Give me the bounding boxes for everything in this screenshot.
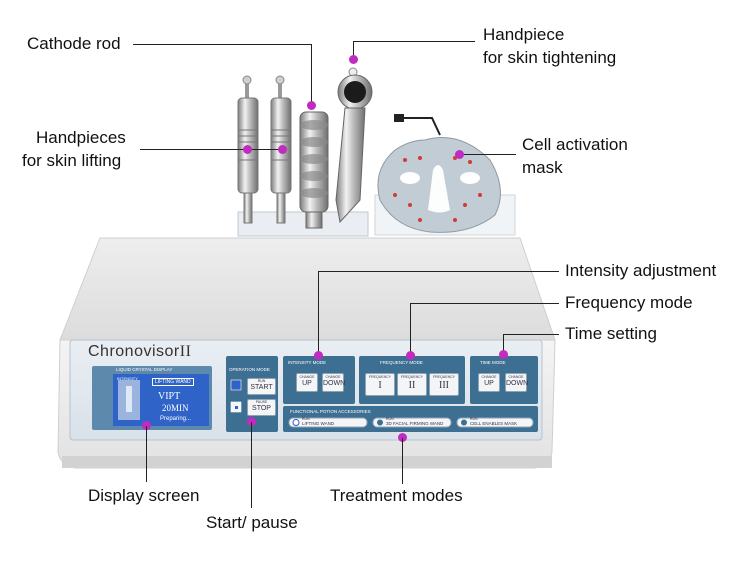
brand-text: Chronovisor [88, 343, 180, 360]
frequency-line-h [410, 303, 559, 304]
frequency-1-button[interactable]: FREQUENCY I [365, 373, 395, 396]
lcd-frequency: VIPT [158, 391, 181, 402]
start-small-label: RUN [257, 379, 266, 383]
frequency-marker [406, 351, 415, 360]
lifting-line-h [140, 149, 285, 150]
lifting-handpiece-left [237, 75, 259, 224]
label-time-setting: Time setting [565, 324, 657, 343]
treatment-line-v [402, 438, 403, 484]
tightening-line-h [353, 41, 475, 42]
frequency-1-label: I [378, 380, 382, 391]
intensity-line-v [318, 271, 319, 355]
time-up-change: CHANGE [481, 375, 497, 379]
label-treatment-modes: Treatment modes [330, 486, 463, 505]
label-frequency-mode: Frequency mode [565, 293, 693, 312]
start-pause-line-v [251, 422, 252, 508]
lcd-header: LIQUID CRYSTAL DISPLAY [116, 367, 173, 372]
label-intensity-adjustment: Intensity adjustment [565, 261, 717, 280]
cathode-rod-line-v [311, 44, 312, 104]
time-marker [499, 350, 508, 359]
intensity-up-label: UP [302, 380, 312, 387]
frequency-2-label: II [408, 380, 416, 391]
tightening-handpiece [335, 67, 373, 224]
time-down-change: CHANGE [508, 375, 524, 379]
intensity-down-label: DOWN [323, 380, 346, 387]
lcd-mode: LIFTING WAND [152, 378, 194, 386]
mask-line-h [460, 154, 516, 155]
start-button[interactable]: RUN START [247, 378, 276, 395]
label-cell-mask-2: mask [522, 158, 563, 177]
mask-marker [455, 150, 464, 159]
frequency-3-label: III [439, 380, 449, 391]
start-label: START [250, 384, 273, 391]
stop-label: STOP [252, 405, 271, 412]
treatment-marker [398, 433, 407, 442]
frequency-2-small: FREQUENCY [401, 375, 423, 379]
intensity-marker [314, 351, 323, 360]
display-line-v [146, 426, 147, 482]
lcd-intensity: INTENSITY [117, 376, 138, 381]
cathode-rod-line-h [133, 44, 311, 45]
time-up-button[interactable]: CHANGE UP [478, 373, 500, 392]
frequency-2-button[interactable]: FREQUENCY II [397, 373, 427, 396]
intensity-up-change: CHANGE [299, 375, 315, 379]
lcd-time: 20MIN [162, 403, 189, 413]
accessory-3[interactable]: CELL ENABLES MASK [470, 421, 518, 426]
intensity-mode-title: INTENSITY MODE [288, 360, 327, 365]
lifting-marker-right [278, 145, 287, 154]
time-up-label: UP [484, 380, 494, 387]
label-handpiece-tightening-2: for skin tightening [483, 48, 617, 67]
accessories-title: FUNCTIONAL POTION ACCESSORIES [290, 409, 371, 414]
display-marker [142, 421, 151, 430]
frequency-line-v [410, 303, 411, 355]
time-down-button[interactable]: CHANGE DOWN [505, 373, 529, 392]
cathode-rod-marker [307, 101, 316, 110]
time-line-h [503, 334, 559, 335]
time-line-v [503, 334, 504, 354]
time-mode-title: TIME MODE [480, 360, 506, 365]
accessory-1[interactable]: LIFTING WAND [302, 421, 335, 426]
cell-activation-mask [377, 114, 501, 233]
intensity-line-h [318, 271, 559, 272]
tightening-line-v [353, 41, 354, 59]
label-handpieces-lifting-2: for skin lifting [22, 151, 122, 170]
lifting-marker-left [243, 145, 252, 154]
lcd-status: Preparing... [160, 416, 192, 422]
label-cathode-rod: Cathode rod [27, 34, 121, 53]
stop-small-label: PAUSE [255, 400, 268, 404]
tightening-marker [349, 55, 358, 64]
label-display-screen: Display screen [88, 486, 200, 505]
frequency-3-small: FREQUENCY [433, 375, 455, 379]
frequency-1-small: FREQUENCY [369, 375, 391, 379]
frequency-3-button[interactable]: FREQUENCY III [429, 373, 459, 396]
brand-name: ChronovisorII [88, 341, 191, 363]
label-start-pause: Start/ pause [206, 513, 298, 532]
accessory-2-small: RUN [386, 417, 394, 421]
time-down-label: DOWN [506, 380, 529, 387]
intensity-down-change: CHANGE [325, 375, 341, 379]
brand-suffix: II [179, 343, 192, 360]
operation-mode-title: OPERATION MODE [229, 367, 270, 372]
intensity-down-button[interactable]: CHANGE DOWN [322, 373, 346, 392]
accessory-2[interactable]: 3D FACIAL FIRMING WAND [386, 421, 444, 426]
start-pause-marker [247, 417, 256, 426]
label-cell-mask-1: Cell activation [522, 135, 628, 154]
label-handpiece-tightening-1: Handpiece [483, 25, 565, 44]
label-handpieces-lifting-1: Handpieces [36, 128, 126, 147]
stop-button[interactable]: PAUSE STOP [247, 399, 276, 416]
intensity-up-button[interactable]: CHANGE UP [296, 373, 318, 392]
accessory-1-small: RUN [302, 417, 310, 421]
accessory-3-small: RUN [470, 417, 478, 421]
cathode-rod [299, 111, 329, 229]
frequency-mode-title: FREQUENCY MODE [380, 360, 423, 365]
